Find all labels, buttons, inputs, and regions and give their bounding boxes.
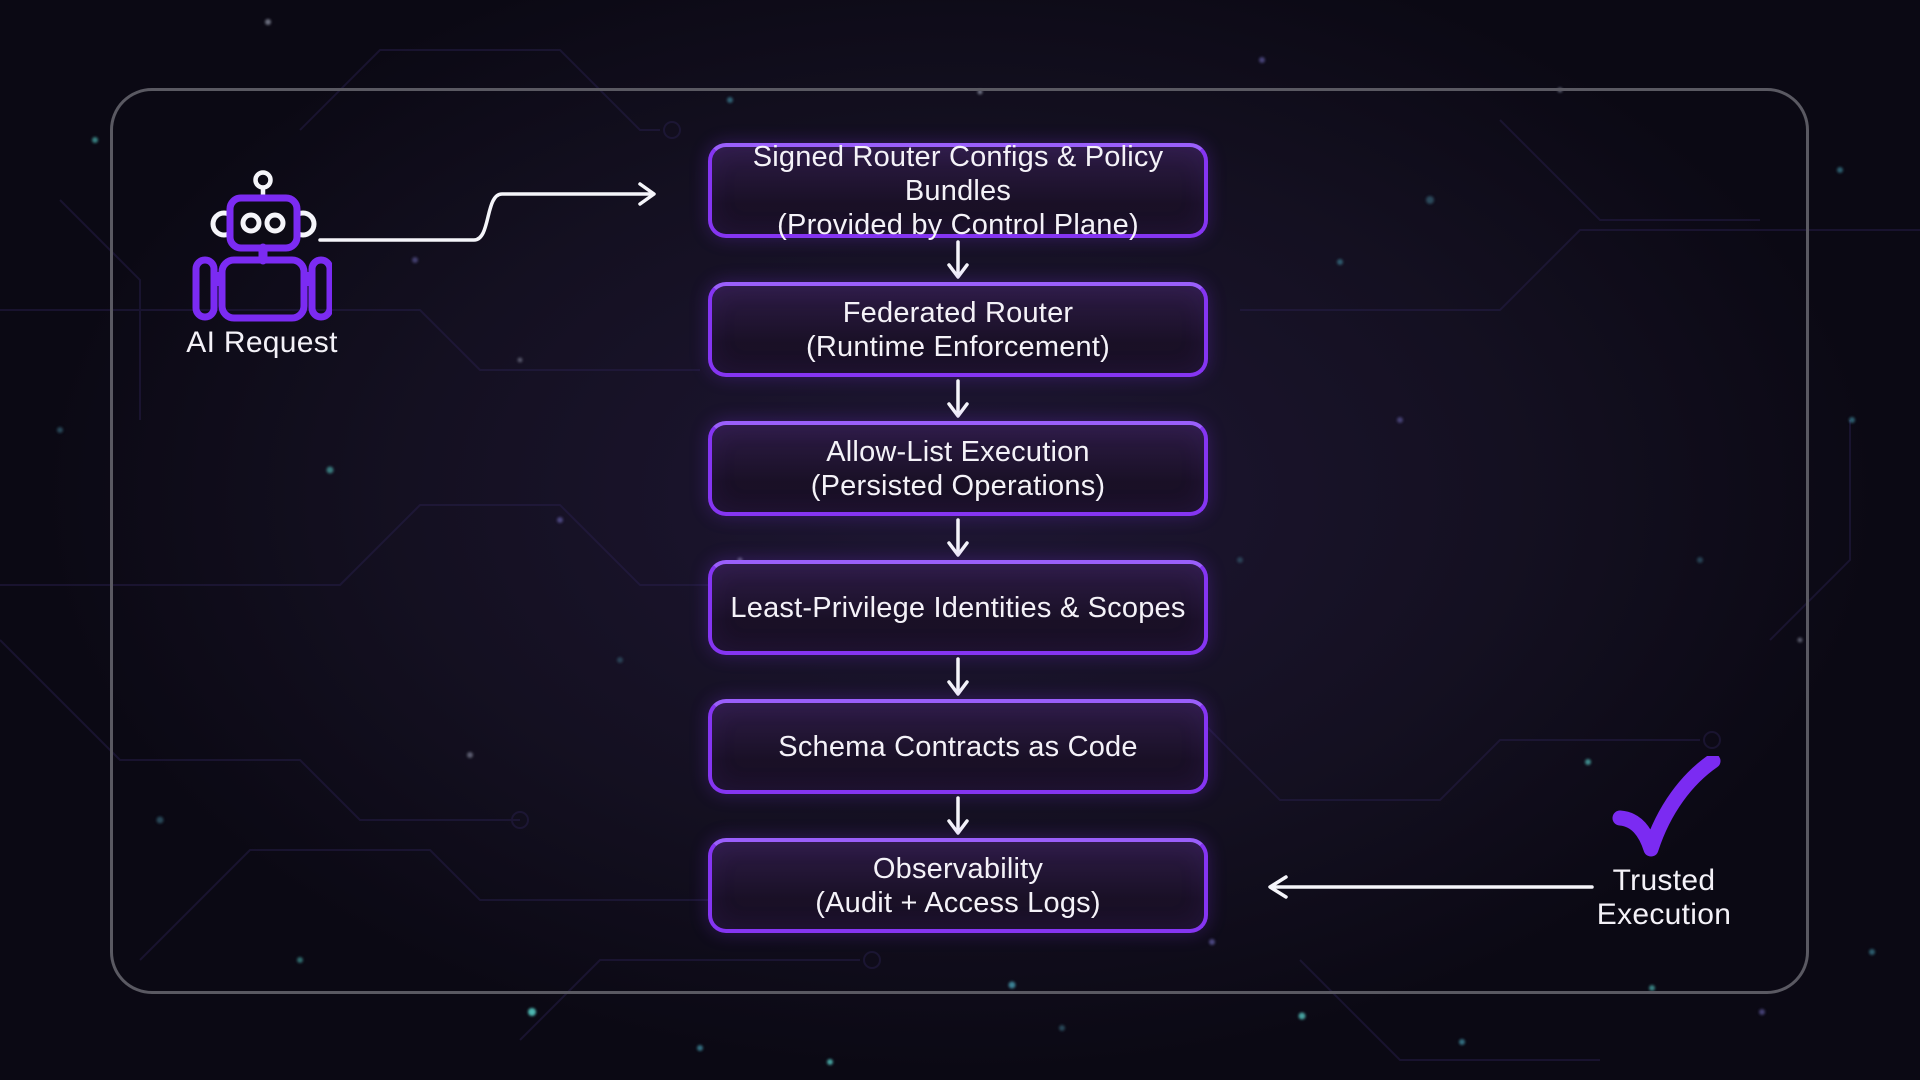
flow-column: Signed Router Configs & Policy Bundles (… bbox=[708, 140, 1208, 933]
flow-box-least-privilege: Least-Privilege Identities & Scopes bbox=[708, 560, 1208, 655]
box-title: Allow-List Execution bbox=[826, 435, 1090, 468]
arrow-right-icon bbox=[318, 182, 656, 242]
trusted-line1: Trusted bbox=[1612, 864, 1716, 897]
box-title: Signed Router Configs & Policy Bundles bbox=[752, 140, 1164, 207]
frame-border bbox=[110, 88, 1809, 994]
flow-box-schema-contracts: Schema Contracts as Code bbox=[708, 699, 1208, 794]
arrow-down-icon bbox=[947, 518, 969, 557]
box-subtitle: (Runtime Enforcement) bbox=[806, 330, 1110, 363]
robot-icon bbox=[192, 170, 332, 322]
trusted-line2: Execution bbox=[1596, 898, 1732, 931]
box-subtitle: (Persisted Operations) bbox=[810, 469, 1106, 502]
flow-box-observability: Observability (Audit + Access Logs) bbox=[708, 838, 1208, 933]
box-subtitle: (Audit + Access Logs) bbox=[815, 886, 1101, 919]
flow-box-allow-list: Allow-List Execution (Persisted Operatio… bbox=[708, 421, 1208, 516]
arrow-left-icon bbox=[1268, 875, 1594, 899]
checkmark-icon bbox=[1612, 756, 1721, 857]
trusted-execution-label: Trusted Execution bbox=[1544, 864, 1784, 932]
box-title: Federated Router bbox=[842, 296, 1074, 329]
arrow-down-icon bbox=[947, 796, 969, 835]
arrow-down-icon bbox=[947, 657, 969, 696]
box-title: Schema Contracts as Code bbox=[778, 730, 1138, 763]
flow-box-signed-configs: Signed Router Configs & Policy Bundles (… bbox=[708, 140, 1208, 241]
arrow-down-icon bbox=[947, 240, 969, 279]
flow-box-federated-router: Federated Router (Runtime Enforcement) bbox=[708, 282, 1208, 377]
box-title: Least-Privilege Identities & Scopes bbox=[730, 591, 1186, 624]
ai-request-label: AI Request bbox=[186, 326, 338, 359]
arrow-down-icon bbox=[947, 379, 969, 418]
box-subtitle: (Provided by Control Plane) bbox=[777, 208, 1139, 241]
box-title: Observability bbox=[872, 852, 1044, 885]
